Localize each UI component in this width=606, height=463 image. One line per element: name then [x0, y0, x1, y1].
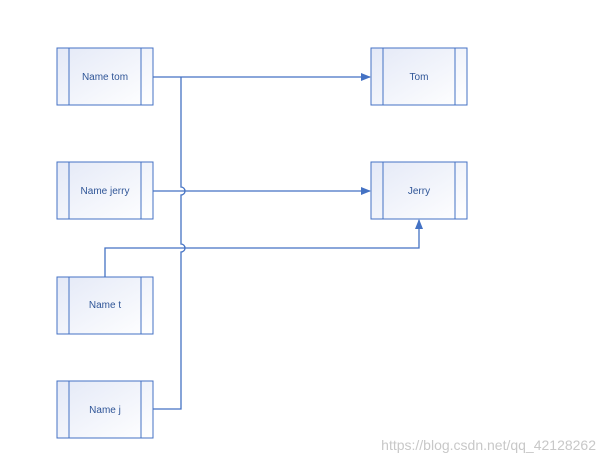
node-name-t[interactable]: Name t: [56, 276, 154, 335]
node-label: Name jerry: [81, 186, 130, 197]
connector-name-t-to-jerry: [104, 219, 423, 277]
node-label: Name j: [89, 405, 121, 416]
watermark: https://blog.csdn.net/qq_42128262: [381, 437, 596, 453]
node-label: Tom: [410, 72, 429, 83]
node-name-jerry[interactable]: Name jerry: [56, 161, 154, 220]
node-label: Jerry: [408, 186, 430, 197]
node-tom[interactable]: Tom: [370, 47, 468, 106]
node-name-j[interactable]: Name j: [56, 380, 154, 439]
connector-name-j-to-tom: [153, 77, 186, 410]
left-nodes: Name tom Name jerry Name t Name j: [56, 47, 154, 439]
node-label: Name t: [89, 300, 121, 311]
connectors: [104, 73, 423, 410]
node-name-tom[interactable]: Name tom: [56, 47, 154, 106]
right-nodes: Tom Jerry: [370, 47, 468, 220]
node-label: Name tom: [82, 72, 128, 83]
node-jerry[interactable]: Jerry: [370, 161, 468, 220]
